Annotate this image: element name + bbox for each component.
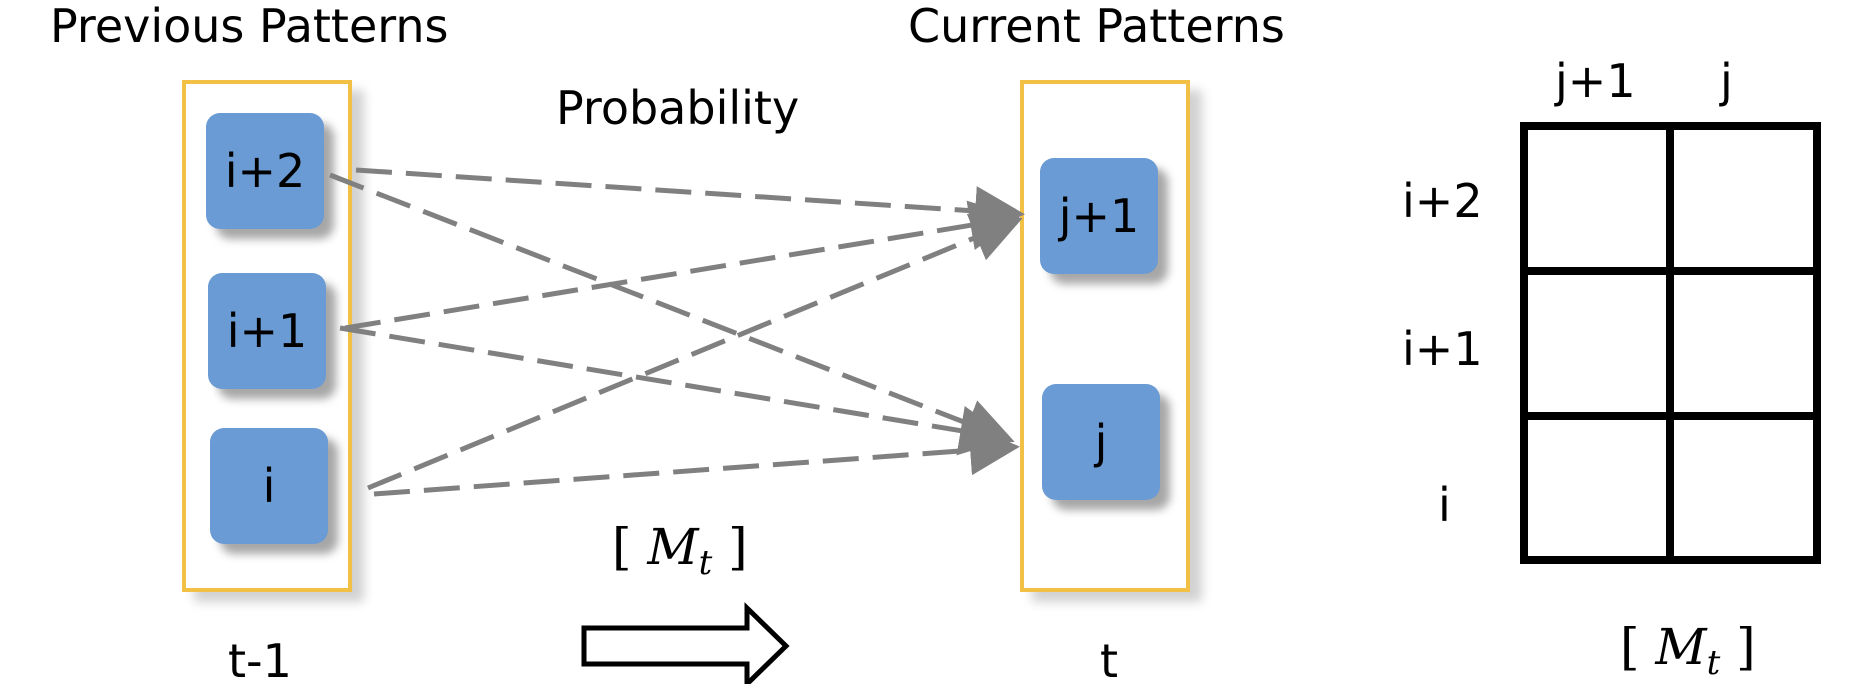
matrix-row-header-i-plus-1: i+1 [1402,322,1483,376]
probability-label: Probability [556,81,800,135]
transition-matrix-grid [1520,122,1821,564]
matrix-row-header-i-plus-2: i+2 [1402,174,1483,228]
matrix-col-header-j-plus-1: j+1 [1555,54,1636,108]
matrix-col-header-j: j [1720,54,1733,108]
previous-node-i: i [210,428,328,544]
transition-matrix-symbol-right: [ Mt ] [1620,618,1756,683]
arrow-i-plus-2-to-j-plus-1 [355,167,1025,236]
current-patterns-heading: Current Patterns [908,0,1285,53]
current-node-j-plus-1: j+1 [1040,158,1158,274]
arrow-i-plus-2-to-j [329,172,1015,447]
current-node-j: j [1042,384,1160,500]
arrow-i-plus-1-to-j-plus-1 [344,200,1020,331]
time-label-previous: t-1 [228,634,292,688]
matrix-row-header-i: i [1438,478,1451,532]
previous-node-i-plus-2: i+2 [206,113,324,229]
arrow-i-to-j [373,425,1020,497]
previous-node-i-plus-1: i+1 [208,273,326,389]
arrow-i-to-j-plus-1 [367,214,1023,491]
transition-matrix-symbol-center: [ Mt ] [612,518,748,583]
current-patterns-frame [1020,80,1190,592]
transition-arrow [581,602,790,684]
arrow-i-plus-1-to-j [339,325,1010,456]
previous-patterns-heading: Previous Patterns [50,0,449,53]
previous-patterns-frame [182,80,352,592]
time-label-current: t [1100,634,1119,688]
